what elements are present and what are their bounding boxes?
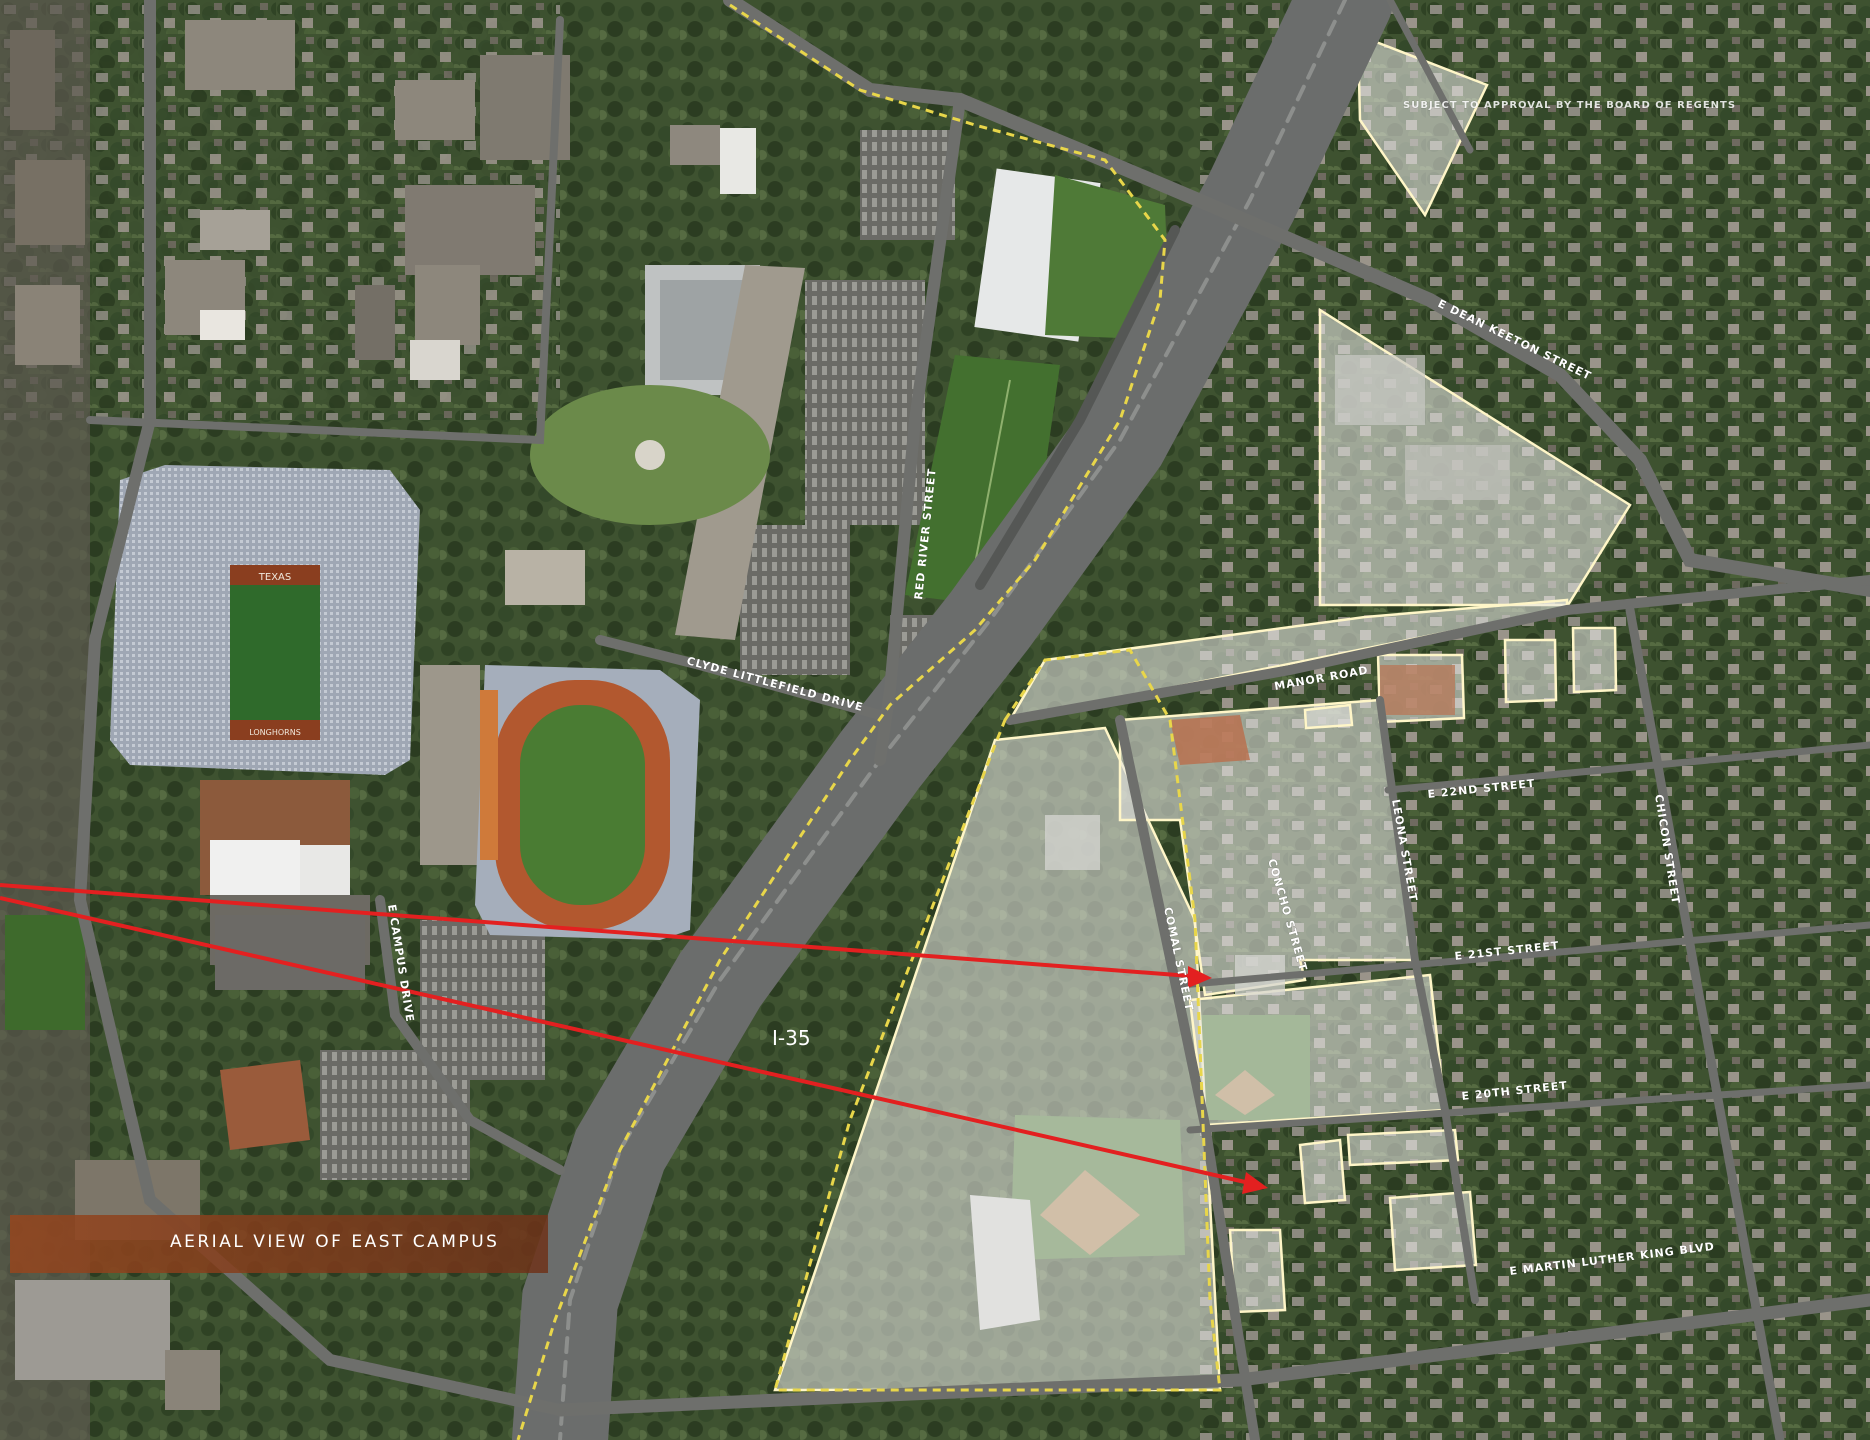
clyde-littlefield-road (595, 635, 885, 720)
e20-road (1186, 1081, 1870, 1134)
caption-banner (10, 1215, 548, 1273)
parcel-south-b (1346, 1128, 1460, 1167)
manor-road (1005, 575, 1870, 725)
parcel-leona-c (1571, 626, 1618, 694)
stadium-top-label: TEXAS (258, 572, 291, 583)
southwest-campus (5, 915, 365, 1410)
lbj-complex (505, 265, 805, 640)
campus-drive-road (375, 895, 565, 1175)
parcel-south-c (1388, 1190, 1478, 1272)
football-stadium: TEXAS LONGHORNS (110, 465, 420, 965)
comal-road (1115, 715, 1260, 1440)
e22-road (1384, 741, 1870, 794)
parcel-manor-strip (1007, 598, 1569, 722)
leona-road (1376, 696, 1479, 1304)
arrow-head-south (1242, 1172, 1268, 1194)
parcel-small (1303, 703, 1354, 730)
parcel-mlk (1228, 1228, 1287, 1314)
track-stadium (420, 665, 700, 940)
arrow-to-parcel-north (0, 883, 1191, 978)
mlk-road (553, 1293, 1870, 1417)
caption-text: AERIAL VIEW OF EAST CAMPUS (170, 1232, 500, 1252)
arrow-to-parcel-south (0, 896, 1246, 1184)
arrow-head-north (1188, 966, 1212, 988)
label-i35: I-35 (772, 1026, 811, 1050)
chicon-road (1625, 605, 1785, 1440)
campus-boundary (516, 3, 1222, 1440)
campus-buildings (10, 20, 756, 380)
e21-road (1176, 921, 1870, 989)
label-regents-note: SUBJECT TO APPROVAL BY THE BOARD OF REGE… (1403, 100, 1736, 111)
red-river-road (874, 94, 966, 766)
pointer-arrows (0, 883, 1268, 1194)
stadium-bottom-label: LONGHORNS (249, 728, 301, 737)
parcel-south-a (1298, 1138, 1347, 1205)
parcel-leona-b (1503, 638, 1558, 704)
parcel-comal-south (1188, 973, 1447, 1127)
parcel-north-triangle (1356, 33, 1489, 218)
parcel-buildings (1045, 355, 1510, 995)
